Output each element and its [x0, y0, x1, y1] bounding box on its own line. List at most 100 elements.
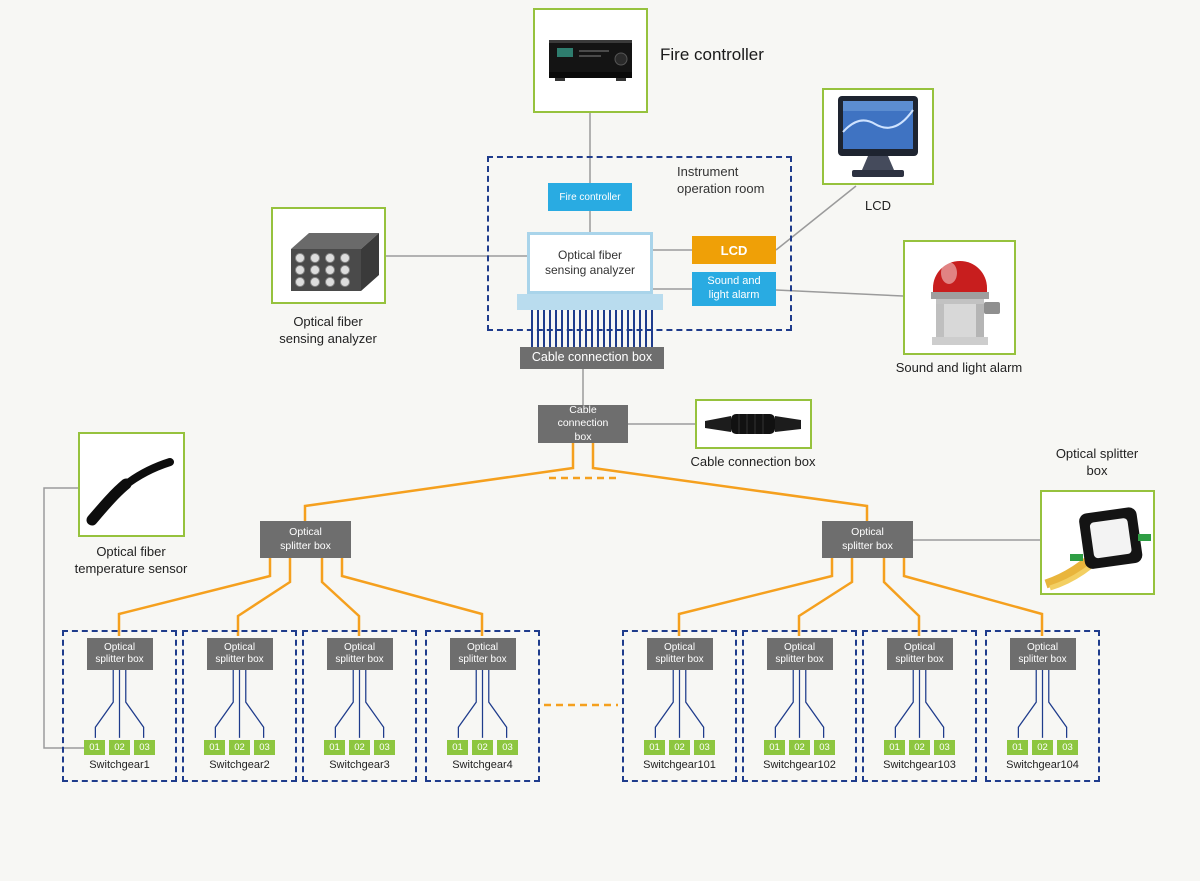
port-row: 01 02 03 [624, 740, 735, 755]
optical-splitter-box-label: Optical splitter box [449, 638, 516, 670]
alarm-caption: Sound and light alarm [895, 360, 1023, 375]
port-row: 01 02 03 [427, 740, 538, 755]
port-02: 02 [669, 740, 690, 755]
port-03: 03 [497, 740, 518, 755]
switchgear-box: Optical splitter box 01 02 03 Switchgear… [182, 630, 297, 782]
port-01: 01 [884, 740, 905, 755]
fire-controller-node: Fire controller [548, 183, 632, 211]
fiber-lines [214, 668, 265, 738]
splitter-photo [1040, 490, 1155, 595]
port-03: 03 [814, 740, 835, 755]
analyzer-node: Optical fiber sensing analyzer [527, 232, 653, 294]
rack-device-icon [549, 40, 632, 81]
fiber-bundle [531, 310, 653, 347]
cable-connector-caption: Cable connection box [690, 454, 816, 469]
port-03: 03 [254, 740, 275, 755]
port-02: 02 [789, 740, 810, 755]
alarm-node: Sound and light alarm [692, 272, 776, 306]
alarm-photo [903, 240, 1016, 355]
fire-controller-caption: Fire controller [660, 45, 764, 64]
switchgear-box: Optical splitter box 01 02 03 Switchgear… [62, 630, 177, 782]
port-02: 02 [472, 740, 493, 755]
switchgear-box: Optical splitter box 01 02 03 Switchgear… [425, 630, 540, 782]
port-01: 01 [447, 740, 468, 755]
switchgear-box: Optical splitter box 01 02 03 Switchgear… [985, 630, 1100, 782]
optical-splitter-box-label: Optical splitter box [646, 638, 713, 670]
red-beacon-icon [931, 261, 1000, 345]
switchgear-name: Switchgear101 [643, 759, 716, 771]
connector-panel-device-icon [291, 233, 379, 291]
optical-splitter-box-label: Optical splitter box [1009, 638, 1076, 670]
cable-box-main: Cable connection box [520, 347, 664, 369]
fiber-lines [457, 668, 508, 738]
fiber-curve-icon [86, 458, 174, 526]
port-01: 01 [1007, 740, 1028, 755]
port-row: 01 02 03 [864, 740, 975, 755]
switchgear-box: Optical splitter box 01 02 03 Switchgear… [862, 630, 977, 782]
fiber-lines [1017, 668, 1068, 738]
cable-box-branch: Cable connection box [538, 404, 628, 443]
splitter-right-node: Optical splitter box [822, 521, 913, 558]
switchgear-box: Optical splitter box 01 02 03 Switchgear… [622, 630, 737, 782]
splitter-device-icon [1044, 507, 1151, 591]
analyzer-photo [271, 207, 386, 304]
lcd-node: LCD [692, 236, 776, 264]
port-row: 01 02 03 [744, 740, 855, 755]
room-title: Instrument operation room [677, 164, 765, 196]
splitter-photo-caption: Optical splitter box [1055, 446, 1139, 478]
port-02: 02 [349, 740, 370, 755]
analyzer-caption: Optical fiber sensing analyzer [279, 314, 377, 346]
port-01: 01 [764, 740, 785, 755]
port-02: 02 [1032, 740, 1053, 755]
switchgear-name: Switchgear104 [1006, 759, 1079, 771]
port-02: 02 [109, 740, 130, 755]
splitter-left-node: Optical splitter box [260, 521, 351, 558]
optical-splitter-box-label: Optical splitter box [86, 638, 153, 670]
temp-sensor-photo [78, 432, 185, 537]
temp-sensor-caption: Optical fiber temperature sensor [74, 544, 188, 576]
port-02: 02 [229, 740, 250, 755]
lcd-photo [822, 88, 934, 185]
switchgear-box: Optical splitter box 01 02 03 Switchgear… [302, 630, 417, 782]
switchgear-name: Switchgear2 [209, 759, 270, 771]
port-row: 01 02 03 [184, 740, 295, 755]
cable-joint-icon [705, 414, 801, 434]
fiber-lines [334, 668, 385, 738]
analyzer-base [517, 294, 663, 310]
fiber-lines [774, 668, 825, 738]
port-03: 03 [1057, 740, 1078, 755]
port-03: 03 [374, 740, 395, 755]
cable-connector-photo [695, 399, 812, 449]
gray-connectors [43, 113, 1040, 749]
port-03: 03 [134, 740, 155, 755]
monitor-icon [838, 96, 918, 177]
switchgear-name: Switchgear4 [452, 759, 513, 771]
port-03: 03 [694, 740, 715, 755]
port-01: 01 [324, 740, 345, 755]
optical-splitter-box-label: Optical splitter box [766, 638, 833, 670]
fiber-lines [894, 668, 945, 738]
optical-splitter-box-label: Optical splitter box [886, 638, 953, 670]
port-row: 01 02 03 [987, 740, 1098, 755]
port-02: 02 [909, 740, 930, 755]
optical-splitter-box-label: Optical splitter box [206, 638, 273, 670]
fire-controller-photo [533, 8, 648, 113]
switchgear-box: Optical splitter box 01 02 03 Switchgear… [742, 630, 857, 782]
lcd-caption: LCD [864, 198, 891, 213]
switchgear-name: Switchgear3 [329, 759, 390, 771]
switchgear-name: Switchgear1 [89, 759, 150, 771]
orange-dashed-continuation [544, 476, 621, 707]
switchgear-name: Switchgear102 [763, 759, 836, 771]
port-03: 03 [934, 740, 955, 755]
orange-fiber-routes [117, 443, 1044, 636]
port-01: 01 [204, 740, 225, 755]
fiber-lines [654, 668, 705, 738]
port-row: 01 02 03 [64, 740, 175, 755]
fiber-lines [94, 668, 145, 738]
switchgear-name: Switchgear103 [883, 759, 956, 771]
port-01: 01 [644, 740, 665, 755]
optical-splitter-box-label: Optical splitter box [326, 638, 393, 670]
port-row: 01 02 03 [304, 740, 415, 755]
